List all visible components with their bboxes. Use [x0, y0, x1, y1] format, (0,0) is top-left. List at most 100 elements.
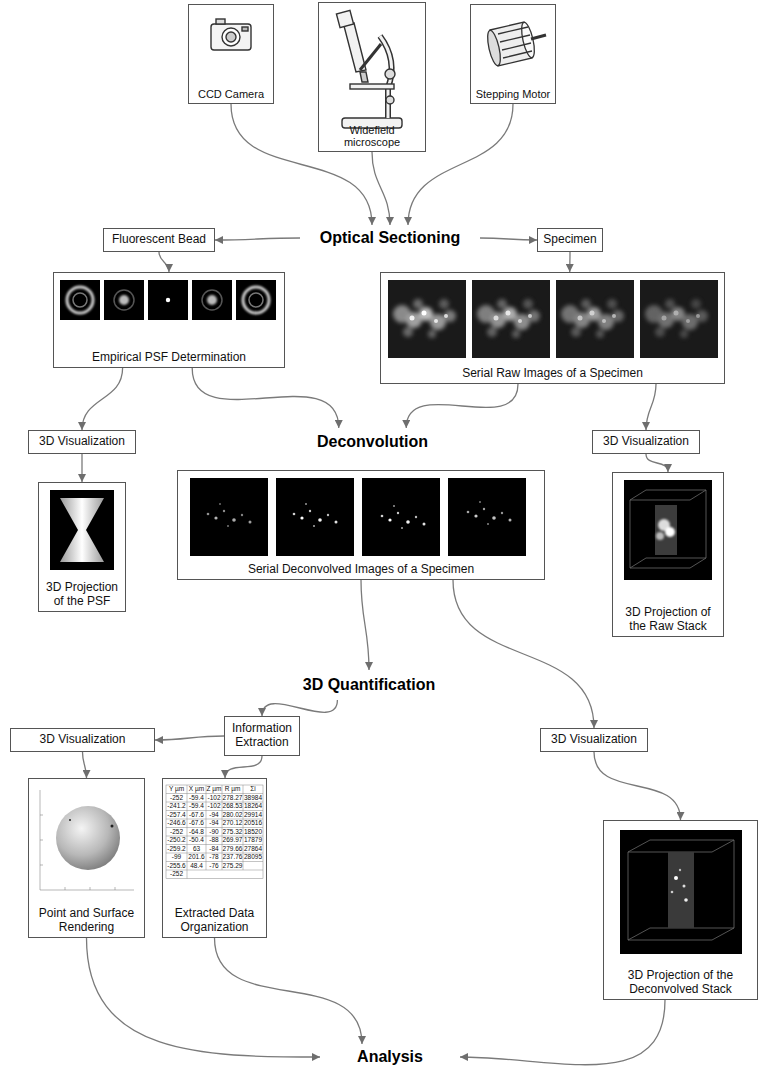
node-label: Specimen	[543, 233, 596, 247]
illustration-part	[645, 299, 708, 338]
node-label: 3D Visualization	[603, 435, 689, 449]
table-cell: 275.29	[222, 862, 243, 871]
node-label: Point and Surface Rendering	[32, 907, 141, 935]
flow-connector	[406, 384, 518, 428]
table-cell: -241.2	[166, 802, 187, 811]
node-label: 3D Quantification	[300, 676, 438, 694]
flow-connector	[231, 104, 372, 225]
process-box: CCD Camera	[188, 4, 274, 104]
flow-connector	[646, 454, 668, 472]
table-cell: -67.6	[187, 811, 206, 820]
illustration-part	[448, 478, 526, 556]
illustration-part	[386, 96, 394, 104]
table-cell: 20516	[243, 819, 263, 828]
process-box: 3D Visualization	[540, 728, 648, 752]
table-cell: -250.2	[166, 836, 187, 845]
illustration-part	[50, 490, 114, 570]
deconvolved-images	[190, 478, 526, 556]
illustration-part	[671, 891, 674, 894]
illustration-part	[385, 69, 395, 79]
table-cell: -59.4	[187, 802, 206, 811]
flow-connector	[87, 938, 321, 1057]
illustration-part	[360, 44, 381, 70]
illustration-part	[243, 287, 269, 313]
table-cell: Σi	[243, 785, 263, 794]
illustration-part	[628, 928, 734, 940]
illustration-part	[249, 293, 263, 307]
flow-connector	[480, 238, 537, 240]
node-label: Serial Deconvolved Images of a Specimen	[248, 563, 474, 577]
illustration-part	[293, 503, 338, 527]
table-cell: 18264	[243, 802, 263, 811]
table-cell: Z µm	[206, 785, 222, 794]
process-box: Stepping Motor	[470, 4, 556, 104]
illustration-part	[187, 785, 188, 879]
node-label: Stepping Motor	[476, 88, 551, 101]
process-box: Serial Deconvolved Images of a Specimen	[177, 470, 545, 580]
table-cell: -76	[206, 862, 222, 871]
flow-connector	[215, 238, 300, 240]
table-cell: -94	[206, 819, 222, 828]
node-label: 3D Projection of the Raw Stack	[616, 606, 720, 634]
node-label: Information Extraction	[228, 722, 296, 750]
illustration-part	[665, 527, 675, 537]
illustration-part	[630, 490, 706, 500]
illustration-part	[628, 840, 734, 852]
illustration-part	[40, 890, 134, 891]
illustration-part	[556, 280, 634, 358]
process-box: Widefield microscope	[318, 2, 426, 152]
camera-icon	[211, 19, 251, 50]
table-cell: 201.6	[187, 853, 206, 862]
illustration-part	[67, 287, 93, 313]
illustration-part	[202, 290, 222, 310]
process-box: Fluorescent Bead	[103, 228, 215, 252]
table-cell: -102	[206, 794, 222, 803]
process-box: 3D Projection of the Deconvolved Stack	[603, 820, 758, 1000]
illustration-part	[119, 295, 129, 305]
illustration-part	[628, 852, 629, 940]
illustration-part	[216, 19, 225, 24]
node-label: Analysis	[354, 1048, 426, 1066]
process-box: Empirical PSF Determination	[53, 272, 285, 368]
psf-images	[60, 280, 276, 320]
node-label: Extracted Data Organization	[166, 907, 263, 935]
illustration-part	[561, 299, 624, 338]
flow-connector	[361, 580, 369, 670]
flow-connector	[569, 252, 571, 272]
illustration-part	[111, 825, 114, 828]
illustration-part	[630, 500, 631, 568]
illustration-part	[56, 806, 120, 870]
illustration-part	[630, 490, 706, 568]
table-cell: X µm	[187, 785, 206, 794]
table-cell: 38984	[243, 794, 263, 803]
node-label: Widefield microscope	[322, 124, 422, 149]
illustration-part	[242, 27, 248, 31]
illustration-part	[350, 84, 394, 89]
illustration-part	[360, 72, 368, 82]
illustration-part	[381, 505, 426, 529]
stage-heading: Analysis	[320, 1044, 460, 1070]
table-cell: 17879	[243, 836, 263, 845]
table-cell: 268.53	[222, 802, 243, 811]
illustration-part	[336, 10, 353, 27]
illustration-part	[166, 785, 263, 879]
table-cell: -255.6	[166, 862, 187, 871]
table-cell: -90	[206, 828, 222, 837]
illustration-part	[40, 790, 134, 890]
illustration-part	[624, 480, 712, 580]
surface-plot	[40, 790, 134, 890]
illustration-part	[115, 887, 116, 890]
node-label: 3D Projection of the Deconvolved Stack	[607, 969, 754, 997]
illustration-part	[148, 280, 188, 320]
table-cell: -78	[206, 853, 222, 862]
illustration-part	[502, 43, 531, 50]
illustration-part	[192, 280, 232, 320]
process-box: Serial Raw Images of a Specimen	[380, 272, 725, 384]
table-cell: 270.12	[222, 819, 243, 828]
process-box: 3D Visualization	[592, 430, 700, 454]
illustration-part	[65, 887, 66, 890]
illustration-part	[40, 840, 43, 841]
table-cell: 279.66	[222, 845, 243, 854]
illustration-part	[393, 299, 456, 338]
process-box: 3D Projection of the PSF	[38, 482, 126, 612]
